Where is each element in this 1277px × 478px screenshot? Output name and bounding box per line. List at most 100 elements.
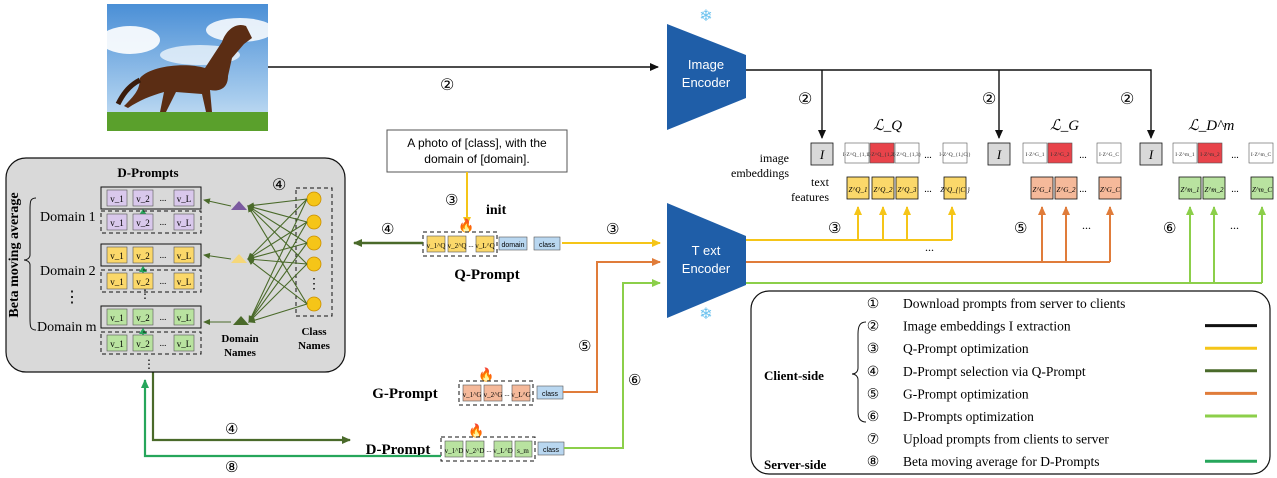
text-feature-label: Z^m_1 xyxy=(1181,186,1200,194)
image-encoder-label-2: Encoder xyxy=(682,75,731,90)
prompt-token xyxy=(173,272,195,290)
class-domain-link xyxy=(247,205,308,265)
server-side-label: Server-side xyxy=(764,457,827,472)
text-feature-label: Z^G_2 xyxy=(1057,186,1076,194)
logit-label: I·Z^G_2 xyxy=(1050,152,1069,158)
g-prompt-label: G-Prompt xyxy=(372,386,438,402)
prompt-token xyxy=(132,308,154,326)
logit-box xyxy=(1248,142,1274,164)
text-feature-box xyxy=(846,176,870,200)
prompt-token xyxy=(132,213,154,231)
prompt-token xyxy=(132,246,154,264)
g-feature-lines xyxy=(746,206,1114,263)
text-feature-box xyxy=(943,176,967,200)
legend-text: Download prompts from server to clients xyxy=(903,296,1125,311)
legend-text: G-Prompt optimization xyxy=(903,386,1029,401)
horse-photo xyxy=(100,4,274,131)
flame-icon: 🔥 xyxy=(478,367,494,382)
logit-box xyxy=(844,142,870,164)
class-domain-link xyxy=(247,205,308,305)
q-prompt: 🔥 v_1^Q v_2^Q ... v_L^Q domain class Q-P… xyxy=(422,218,561,283)
text-encoder-label-2: Encoder xyxy=(682,261,731,276)
step-2-label: ② xyxy=(982,91,996,108)
legend-item: ⑧ Beta moving average for D-Prompts xyxy=(867,454,1257,470)
token-label: v_1 xyxy=(110,218,124,228)
class-domain-link xyxy=(247,221,308,260)
logit-label: I·Z^G_1 xyxy=(1025,152,1044,158)
prompt-token xyxy=(106,246,128,264)
step-5-label: ⑤ xyxy=(1014,221,1027,237)
domain-label: Domain 2 xyxy=(40,264,96,279)
step-2-label: ② xyxy=(798,91,812,108)
logit-box xyxy=(1022,142,1048,164)
class-domain-link xyxy=(248,263,308,323)
token-label: v_L xyxy=(177,218,192,228)
prompt-token xyxy=(106,272,128,290)
image-embedding-box xyxy=(1139,142,1163,166)
step-3-label: ③ xyxy=(445,193,458,209)
legend-number: ⑤ xyxy=(867,387,880,402)
legend-number: ⑦ xyxy=(867,433,880,448)
text-feature-label: Z^Q_3 xyxy=(898,186,917,194)
legend-number: ① xyxy=(867,297,880,312)
server-panel: Beta moving average D-Prompts ④ Domain 1… xyxy=(5,157,346,373)
image-embedding-box xyxy=(987,142,1011,166)
prompt-token xyxy=(106,189,128,207)
ellipsis: ... xyxy=(160,193,167,203)
ellipsis: ... xyxy=(1079,184,1087,195)
prompt-frame xyxy=(100,243,202,267)
d-prompt: D-Prompt 🔥 v_1^D v_2^D ... v_L^D s_m cla… xyxy=(366,423,565,462)
prompt-frame xyxy=(100,186,202,210)
text-features-label: text xyxy=(811,175,830,189)
legend-number: ⑧ xyxy=(867,455,880,470)
text-feature-box xyxy=(1250,176,1274,200)
ellipsis: ... xyxy=(160,217,167,227)
legend-text: D-Prompt selection via Q-Prompt xyxy=(903,364,1086,379)
svg-text:v_L^G: v_L^G xyxy=(511,391,531,399)
class-names-label: Names xyxy=(298,340,330,352)
ellipsis: ... xyxy=(1079,150,1087,161)
logit-label: I·Z^m_2 xyxy=(1200,152,1220,158)
logit-box xyxy=(1096,142,1122,164)
token-label: v_L xyxy=(177,194,192,204)
token-label: v_1 xyxy=(110,339,124,349)
image-embedding-box xyxy=(810,142,834,166)
token-label: v_1 xyxy=(110,313,124,323)
class-node xyxy=(306,296,322,312)
legend-item: ⑤ G-Prompt optimization xyxy=(867,386,1257,402)
d-prompt-row: v_1 v_2 v_L... xyxy=(100,210,202,234)
domain-names-label: Domain xyxy=(221,333,258,345)
legend-text: Beta moving average for D-Prompts xyxy=(903,454,1099,469)
flame-icon: 🔥 xyxy=(468,423,484,438)
legend-number: ② xyxy=(867,320,880,335)
image-encoder: Image Encoder ❄ xyxy=(667,8,746,130)
token-label: v_2 xyxy=(136,218,150,228)
flame-icon: 🔥 xyxy=(458,218,474,233)
step-8-label: ⑧ xyxy=(225,460,238,476)
image-embedding-symbol: I xyxy=(819,147,825,162)
loss-q: ℒ_Q xyxy=(873,118,902,134)
svg-text:v_1^D: v_1^D xyxy=(445,447,464,455)
domain-prompt-link xyxy=(203,198,232,207)
token-label: v_1 xyxy=(110,277,124,287)
text-feature-box xyxy=(871,176,895,200)
text-encoder-label-1: T ext xyxy=(692,243,721,258)
text-feature-box xyxy=(1202,176,1226,200)
logit-label: I·Z^Q_{1,|C|} xyxy=(939,152,971,158)
text-feature-box xyxy=(1030,176,1054,200)
legend-number: ⑥ xyxy=(867,410,880,425)
vdots: ⋮ xyxy=(139,287,151,301)
token-label: v_2 xyxy=(136,251,150,261)
text-feature-label: Z^G_1 xyxy=(1033,186,1052,194)
logit-box xyxy=(1197,142,1223,164)
svg-text:...: ... xyxy=(1230,218,1239,232)
svg-text:v_L^Q: v_L^Q xyxy=(475,242,495,250)
class-domain-link xyxy=(247,198,308,260)
ellipsis: ... xyxy=(160,250,167,260)
image-embeddings-label: image xyxy=(760,151,789,165)
